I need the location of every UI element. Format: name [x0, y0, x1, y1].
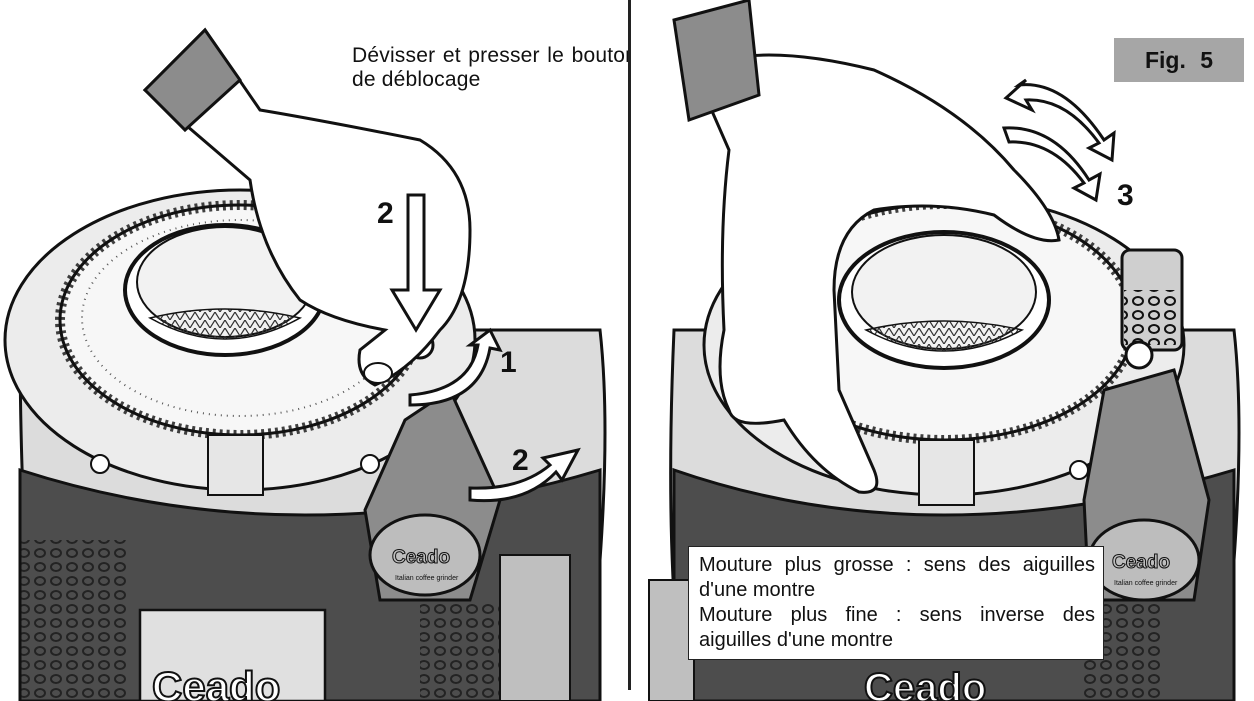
lever-knob	[368, 513, 482, 597]
release-button	[1124, 340, 1154, 370]
brand-tagline-knob: Italian coffee grinder	[395, 575, 459, 582]
illustration-panel-release-button: Ceado Italian coffee grinder Ceado 2 1 2…	[3, 27, 628, 701]
rotate-counterclockwise-arrow	[1003, 78, 1116, 163]
sleeve-cuff	[672, 0, 761, 123]
grind-direction-note: Mouture plus grosse : sens des aiguilles…	[688, 546, 1104, 660]
rotate-clockwise-arrow	[1001, 126, 1102, 203]
instruction-text: Dévisser et presser le bouton de débloca…	[352, 44, 628, 91]
unscrew-arrow	[408, 327, 503, 407]
step-label-press: 2	[377, 197, 394, 230]
step-label-unscrew: 1	[500, 346, 517, 379]
brand-logo-front: Ceado	[864, 666, 986, 701]
sleeve-cuff	[142, 27, 242, 133]
press-down-arrow	[389, 193, 443, 333]
panel-divider	[628, 0, 631, 690]
hand-pressing	[142, 27, 472, 387]
hand-turning	[692, 53, 1061, 494]
brand-tagline-knob: Italian coffee grinder	[1114, 580, 1178, 587]
pull-lever-arrow	[468, 447, 581, 503]
illustration-panel-adjust-grind: Ceado Italian coffee grinder Ceado 3 Fig…	[634, 0, 1254, 701]
note-fine-grind: Mouture plus fine : sens inverse des aig…	[699, 604, 1095, 651]
step-label-pull: 2	[512, 444, 529, 477]
brand-logo-knob: Ceado	[392, 547, 450, 568]
grinder-illustration-left: Ceado Italian coffee grinder Ceado 2 1 2	[3, 27, 607, 701]
brand-logo-front: Ceado	[152, 663, 280, 701]
step-label-rotate: 3	[1117, 179, 1134, 212]
brand-logo-knob: Ceado	[1112, 552, 1170, 573]
note-coarse-grind: Mouture plus grosse : sens des aiguilles…	[699, 554, 1095, 601]
figure-badge: Fig. 5	[1114, 38, 1244, 82]
